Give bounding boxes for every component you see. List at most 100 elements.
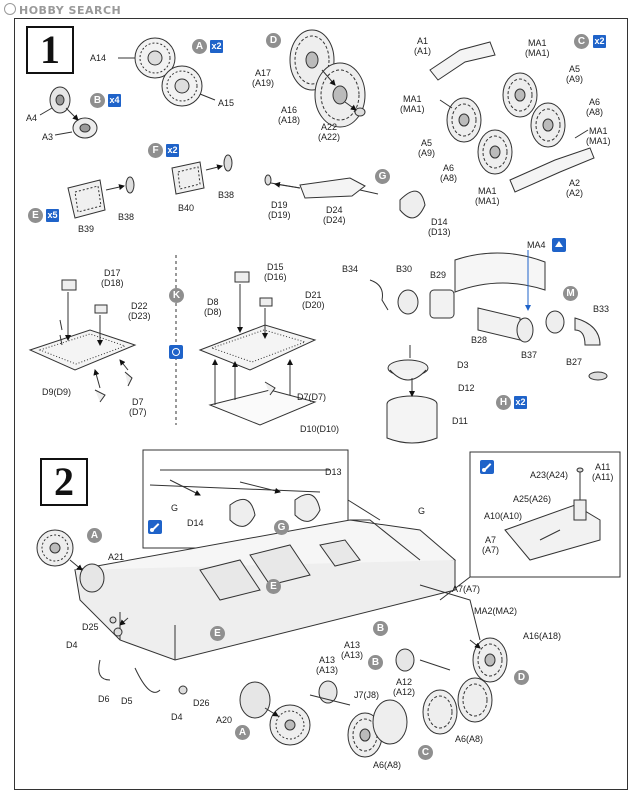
idler-hub-parts bbox=[39, 86, 98, 139]
label-g-inset: G bbox=[171, 503, 179, 513]
label-d4-bottom: D4 bbox=[171, 712, 183, 722]
label-a3: A3 bbox=[42, 132, 54, 142]
label-b29: B29 bbox=[430, 270, 447, 280]
label-d21: D21(D20) bbox=[302, 290, 325, 310]
label-b33: B33 bbox=[593, 304, 610, 314]
label-a16-main: A16(A18) bbox=[523, 631, 562, 641]
callout-c-step1: C bbox=[574, 34, 589, 49]
muffler-m-parts bbox=[369, 250, 608, 381]
label-ma4: MA4 bbox=[527, 240, 546, 250]
small-parts-left bbox=[98, 616, 188, 695]
label-a20: A20 bbox=[216, 715, 233, 725]
label-a15: A15 bbox=[218, 98, 235, 108]
label-a6-left: A6(A8) bbox=[440, 163, 458, 183]
watermark-text: HOBBY SEARCH bbox=[19, 4, 122, 17]
label-d14: D14(D13) bbox=[428, 217, 451, 237]
multiplier-f: x2 bbox=[166, 144, 179, 157]
front-sprocket bbox=[36, 529, 105, 593]
label-b27: B27 bbox=[566, 357, 583, 367]
label-d26: D26 bbox=[193, 698, 210, 708]
label-d24: D24(D24) bbox=[323, 205, 346, 225]
multiplier-e: x5 bbox=[46, 209, 59, 222]
road-wheel-c-parts bbox=[429, 41, 595, 193]
callout-m-step1: M bbox=[563, 286, 578, 301]
hull-body bbox=[73, 519, 481, 661]
callout-b-step2-a: B bbox=[373, 621, 388, 636]
label-a16: A16(A18) bbox=[278, 105, 301, 125]
label-a25: A25(A26) bbox=[513, 494, 552, 504]
drive-sprocket-parts bbox=[118, 37, 216, 107]
label-a23: A23(A24) bbox=[530, 470, 569, 480]
label-d9: D9(D9) bbox=[42, 387, 72, 397]
label-d19: D19(D19) bbox=[268, 200, 291, 220]
label-ma2: MA2(MA2) bbox=[474, 606, 518, 616]
callout-b-step1: B bbox=[90, 93, 105, 108]
road-wheel-d-parts bbox=[289, 29, 366, 128]
label-a12: A12(A12) bbox=[393, 677, 416, 697]
label-d11: D11 bbox=[452, 416, 468, 426]
label-a4: A4 bbox=[26, 113, 38, 123]
label-a10: A10(A10) bbox=[484, 511, 523, 521]
label-b34: B34 bbox=[342, 264, 359, 274]
label-ma1-left: MA1(MA1) bbox=[400, 94, 425, 114]
callout-d-step1: D bbox=[266, 33, 281, 48]
watermark: HOBBY SEARCH bbox=[4, 3, 121, 17]
bogie-f-parts bbox=[171, 154, 233, 195]
label-d3: D3 bbox=[457, 360, 469, 370]
bogie-e-parts bbox=[67, 176, 135, 219]
cement-tool-icon-right bbox=[480, 460, 494, 474]
label-b28: B28 bbox=[471, 335, 488, 345]
callout-e-step1: E bbox=[28, 208, 43, 223]
road-wheels-bottom bbox=[309, 637, 508, 758]
callout-h-step1: H bbox=[496, 395, 511, 410]
multiplier-h: x2 bbox=[514, 396, 527, 409]
callout-b-step2-b: B bbox=[368, 655, 383, 670]
multiplier-a: x2 bbox=[210, 40, 223, 53]
label-b37: B37 bbox=[521, 350, 538, 360]
cement-tool-icon-inset bbox=[148, 520, 162, 534]
label-d17: D17(D18) bbox=[101, 268, 124, 288]
hatch-k-right-parts bbox=[198, 271, 317, 426]
ma4-part-icon bbox=[552, 238, 566, 252]
label-d5: D5 bbox=[121, 696, 133, 706]
label-a6-main-bottom: A6(A8) bbox=[373, 760, 402, 770]
label-d4-left: D4 bbox=[66, 640, 78, 650]
callout-d-step2: D bbox=[514, 670, 529, 685]
callout-a-step2: A bbox=[87, 528, 102, 543]
label-b38-e: B38 bbox=[118, 212, 135, 222]
callout-k-step1: K bbox=[169, 288, 184, 303]
callout-e-step2-a: E bbox=[266, 579, 281, 594]
label-d14-inset: D14 bbox=[187, 518, 204, 528]
label-a6-main-right: A6(A8) bbox=[455, 734, 484, 744]
watermark-logo-icon bbox=[4, 3, 16, 15]
label-d7-left: D7(D7) bbox=[129, 397, 147, 417]
label-a21: A21 bbox=[108, 552, 125, 562]
label-a13-a: A13(A13) bbox=[341, 640, 364, 660]
label-d7-right: D7(D7) bbox=[297, 392, 327, 402]
cup-h-parts bbox=[386, 345, 438, 444]
label-d12: D12 bbox=[458, 383, 475, 393]
callout-a-step2-b: A bbox=[235, 725, 250, 740]
shaft-g-parts bbox=[264, 174, 426, 219]
label-d13-inset: D13 bbox=[325, 467, 342, 477]
label-d15: D15(D16) bbox=[264, 262, 287, 282]
symmetric-assembly-icon bbox=[169, 345, 183, 359]
label-ma1-right: MA1(MA1) bbox=[586, 126, 611, 146]
inset-right-box bbox=[469, 451, 621, 578]
multiplier-b: x4 bbox=[108, 94, 121, 107]
label-ma1-bottom: MA1(MA1) bbox=[475, 186, 500, 206]
label-a17: A17(A19) bbox=[252, 68, 275, 88]
label-b30: B30 bbox=[396, 264, 413, 274]
rear-sprocket bbox=[239, 681, 311, 746]
label-a1: A1(A1) bbox=[414, 36, 432, 56]
label-d8: D8(D8) bbox=[204, 297, 222, 317]
label-a22: A22(A22) bbox=[318, 122, 341, 142]
label-b38-f: B38 bbox=[218, 190, 235, 200]
label-a6-right: A6(A8) bbox=[586, 97, 604, 117]
callout-g-inset: G bbox=[274, 520, 289, 535]
callout-e-step2-b: E bbox=[210, 626, 225, 641]
label-a7-inset: A7(A7) bbox=[482, 535, 500, 555]
instruction-sheet-frame bbox=[14, 18, 628, 790]
callout-f-step1: F bbox=[148, 143, 163, 158]
